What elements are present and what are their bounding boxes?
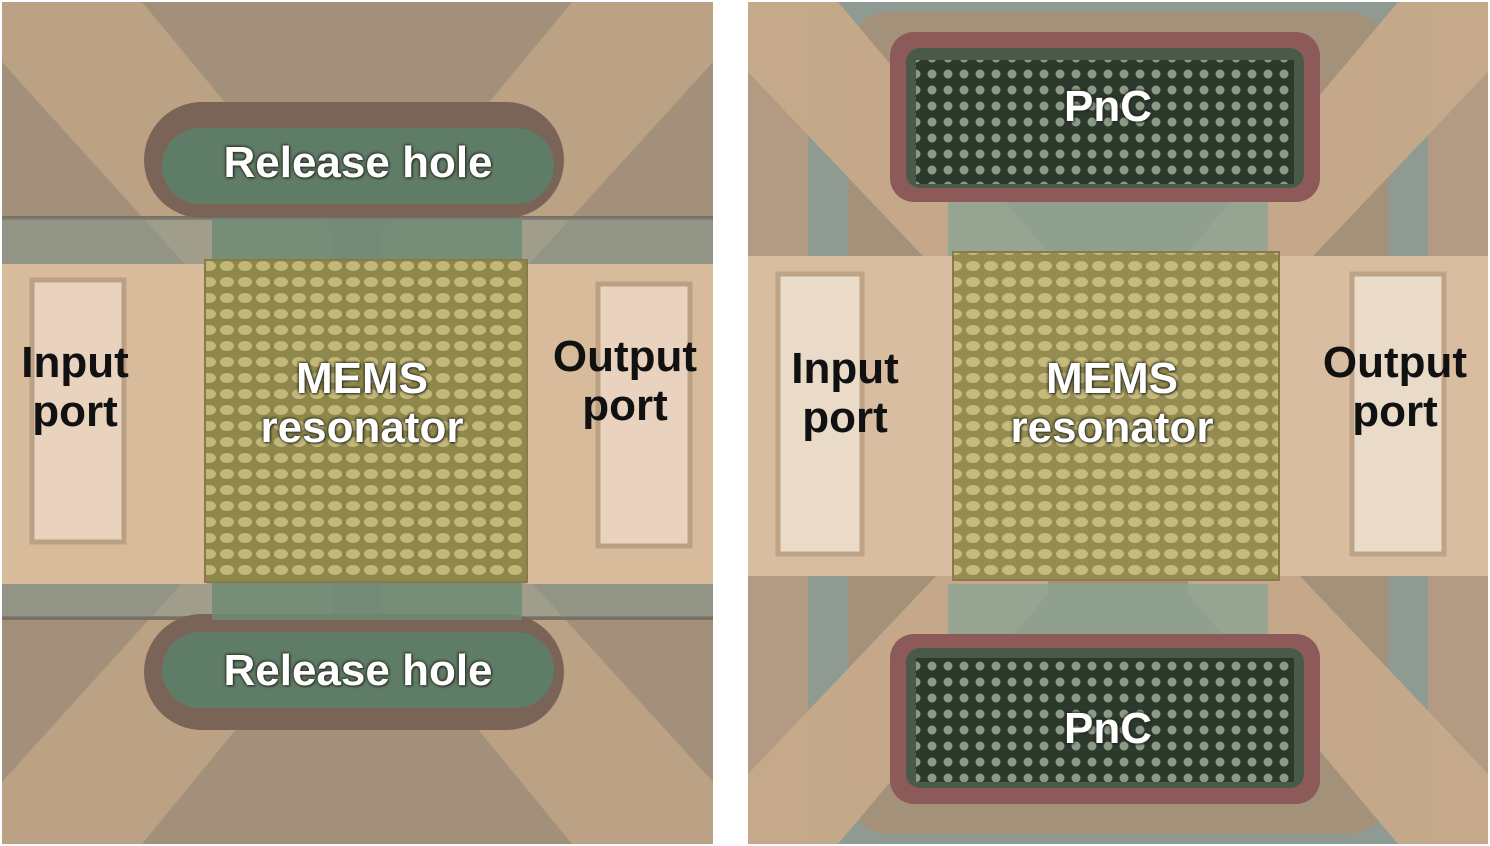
mems-line2: resonator (260, 403, 464, 453)
mems-line2-right: resonator (1010, 403, 1214, 453)
output-port-line1-right: Output (1322, 338, 1468, 387)
pnc-top-label: PnC (1064, 82, 1152, 131)
input-port-line2: port (32, 387, 118, 437)
input-port-label: Input port (10, 338, 140, 437)
input-port-line2-right: port (802, 393, 888, 443)
output-port-line2-right: port (1352, 387, 1438, 437)
input-port-line1-right: Input (791, 344, 899, 393)
micrograph-right-image (748, 2, 1488, 844)
mems-resonator-label: MEMS resonator (232, 354, 492, 453)
output-port-line1: Output (552, 332, 698, 381)
input-port-line1: Input (21, 338, 129, 387)
release-hole-bottom-label: Release hole (223, 646, 493, 695)
mems-resonator-label-right: MEMS resonator (982, 354, 1242, 453)
mems-line1-right: MEMS (1046, 354, 1178, 403)
micrograph-left: Release hole Release hole Input port MEM… (2, 2, 713, 844)
release-hole-top-label: Release hole (223, 138, 493, 187)
input-port-label-right: Input port (780, 344, 910, 443)
output-port-label-right: Output port (1310, 338, 1480, 437)
pnc-bottom-label: PnC (1064, 704, 1152, 753)
output-port-label: Output port (540, 332, 710, 431)
output-port-line2: port (582, 381, 668, 431)
micrograph-left-image (2, 2, 713, 844)
mems-line1: MEMS (296, 354, 428, 403)
micrograph-right: PnC PnC Input port MEMS resonator Output… (748, 2, 1488, 844)
